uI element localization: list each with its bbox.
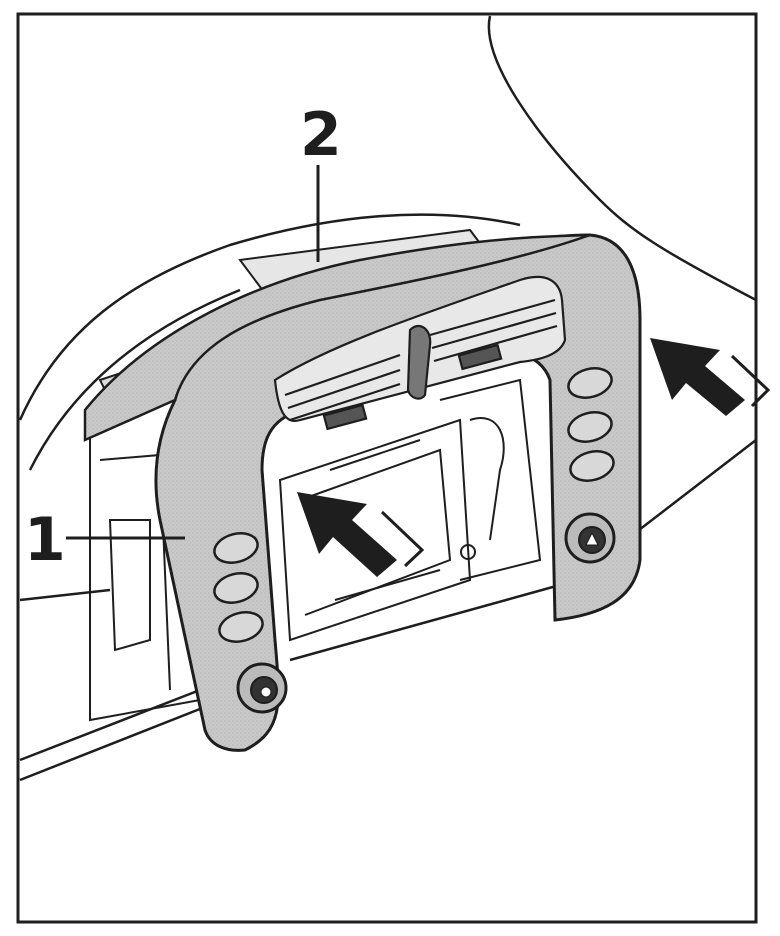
- switch-group-left: [213, 532, 264, 643]
- switch-icon: [213, 572, 259, 604]
- switch-icon: [213, 532, 259, 564]
- callout-2: 2: [300, 100, 342, 262]
- knob-right: [564, 512, 616, 564]
- switch-icon: [569, 450, 615, 482]
- switch-group-right: [567, 367, 615, 482]
- callout-label-1: 1: [24, 505, 66, 575]
- bezel-top-flange: [83, 233, 591, 442]
- arrow-icon: [650, 338, 771, 416]
- switch-icon: [567, 411, 613, 443]
- arrow-icon: [297, 492, 425, 577]
- callout-label-2: 2: [300, 100, 342, 170]
- dashboard-background: [18, 15, 757, 782]
- air-vent: [273, 275, 567, 431]
- knob-left: [236, 662, 288, 714]
- switch-icon: [567, 367, 613, 399]
- callout-1: 1: [24, 505, 185, 575]
- switch-icon: [218, 611, 264, 643]
